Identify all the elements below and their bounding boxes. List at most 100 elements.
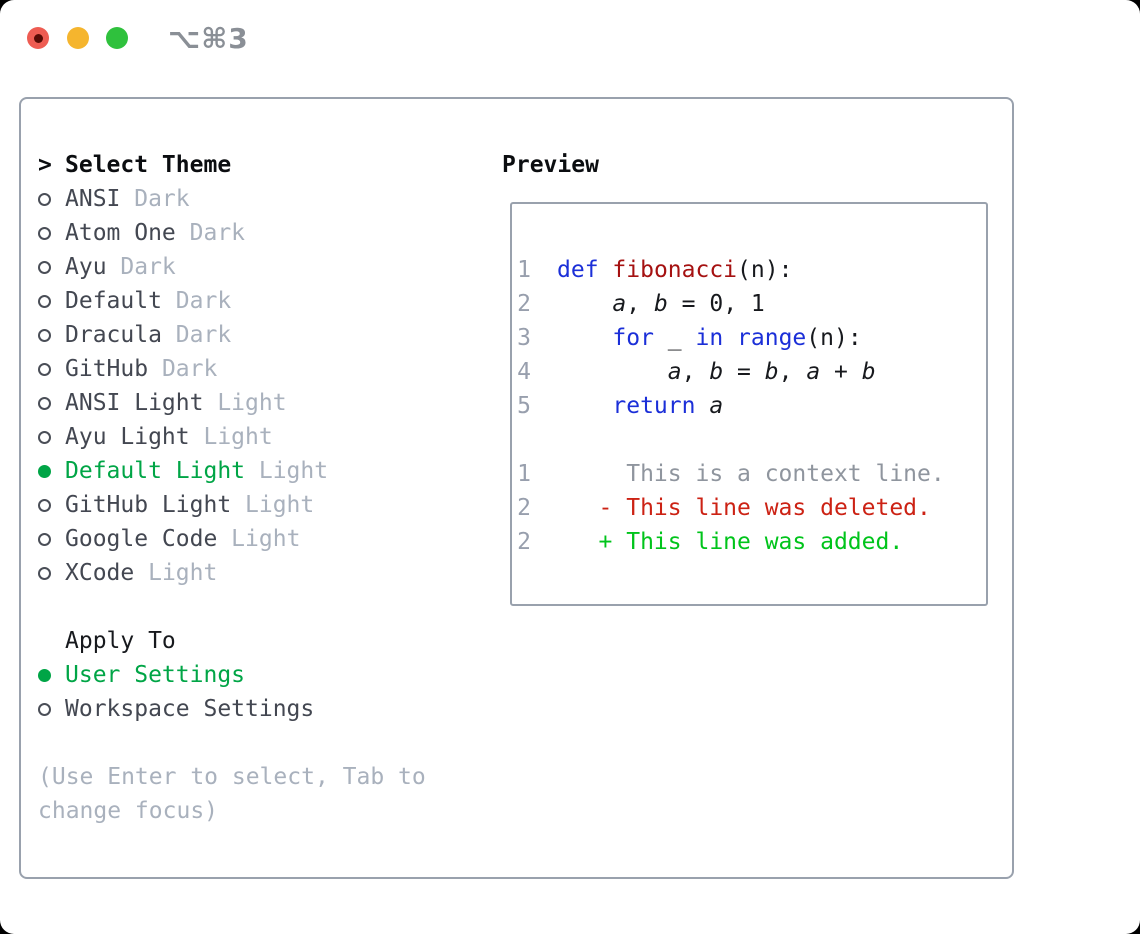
radio-unselected-icon <box>38 702 65 716</box>
preview-code-line: 3 for _ in range(n): <box>517 321 986 355</box>
theme-variant-tag: Light <box>189 424 273 450</box>
line-number: 2 <box>517 291 531 317</box>
code-token: def <box>557 257 599 283</box>
radio-selected-icon <box>38 668 65 682</box>
code-token: = <box>723 359 765 385</box>
theme-variant-tag: Dark <box>120 186 190 212</box>
apply-to-name: Workspace Settings <box>65 696 315 722</box>
code-token: b <box>764 359 779 385</box>
theme-name: Google Code <box>65 526 218 552</box>
close-button[interactable] <box>27 27 49 49</box>
code-token: a <box>806 359 821 385</box>
theme-option[interactable]: Default Light Light <box>38 454 426 488</box>
theme-option[interactable]: GitHub Light Light <box>38 488 426 522</box>
code-token: in <box>695 325 724 351</box>
theme-variant-tag: Light <box>203 390 287 416</box>
line-number: 2 <box>517 495 531 521</box>
code-token: + <box>820 359 862 385</box>
preview-code-line: 1 This is a context line. <box>517 457 986 491</box>
theme-variant-tag: Light <box>134 560 218 586</box>
preview-code-line: 2 - This line was deleted. <box>517 491 986 525</box>
code-token: a <box>612 291 627 317</box>
theme-name: Ayu <box>65 254 107 280</box>
select-theme-header: > Select Theme <box>38 148 426 182</box>
theme-name: XCode <box>65 560 135 586</box>
radio-unselected-icon <box>38 294 65 308</box>
theme-name: Ayu Light <box>65 424 190 450</box>
unsaved-changes-dot <box>33 33 43 43</box>
theme-option[interactable]: ANSI Light Light <box>38 386 426 420</box>
code-token <box>599 257 613 283</box>
preview-code-line: 2 + This line was added. <box>517 525 986 559</box>
theme-option[interactable]: XCode Light <box>38 556 426 590</box>
preview-code-line: 5 return a <box>517 389 986 423</box>
apply-to-name: User Settings <box>65 662 246 688</box>
apply-to-title: Apply To <box>65 628 176 654</box>
theme-option[interactable]: Ayu Dark <box>38 250 426 284</box>
theme-option[interactable]: Dracula Dark <box>38 318 426 352</box>
radio-unselected-icon <box>38 566 65 580</box>
code-token: _ <box>653 325 696 351</box>
theme-name: ANSI <box>65 186 121 212</box>
theme-variant-tag: Dark <box>148 356 218 382</box>
theme-option[interactable]: ANSI Dark <box>38 182 426 216</box>
code-token: a <box>667 359 682 385</box>
prompt-caret-icon: > <box>38 152 52 178</box>
code-token: b <box>653 291 668 317</box>
preview-code-line: 2 a, b = 0, 1 <box>517 287 986 321</box>
theme-variant-tag: Light <box>231 492 315 518</box>
radio-unselected-icon <box>38 396 65 410</box>
radio-unselected-icon <box>38 430 65 444</box>
gap <box>38 590 426 624</box>
window-shortcut-label: ⌥⌘3 <box>168 22 249 55</box>
apply-to-option[interactable]: User Settings <box>38 658 426 692</box>
theme-name: Default Light <box>65 458 246 484</box>
radio-unselected-icon <box>38 362 65 376</box>
apply-to-header: Apply To <box>38 624 426 658</box>
theme-option[interactable]: Ayu Light Light <box>38 420 426 454</box>
apply-to-option[interactable]: Workspace Settings <box>38 692 426 726</box>
titlebar: ⌥⌘3 <box>0 0 1140 76</box>
theme-name: ANSI Light <box>65 390 204 416</box>
theme-option[interactable]: GitHub Dark <box>38 352 426 386</box>
zoom-button[interactable] <box>106 27 128 49</box>
radio-unselected-icon <box>38 260 65 274</box>
minimize-button[interactable] <box>67 27 89 49</box>
code-token: return <box>612 393 696 419</box>
code-token: range <box>737 325 807 351</box>
code-token: - This line was deleted. <box>557 495 931 521</box>
theme-option[interactable]: Default Dark <box>38 284 426 318</box>
theme-variant-tag: Dark <box>175 220 246 246</box>
theme-name: Atom One <box>65 220 176 246</box>
code-token <box>557 393 612 419</box>
theme-variant-tag: Dark <box>161 288 232 314</box>
keyboard-hint-line-1: (Use Enter to select, Tab to <box>38 764 426 790</box>
line-number: 1 <box>517 461 531 487</box>
line-number: 4 <box>517 359 531 385</box>
code-token: , <box>778 359 807 385</box>
keyboard-hint-line-2: change focus) <box>38 798 219 824</box>
code-token <box>723 325 737 351</box>
theme-variant-tag: Dark <box>161 322 232 348</box>
theme-option[interactable]: Atom One Dark <box>38 216 426 250</box>
theme-option[interactable]: Google Code Light <box>38 522 426 556</box>
line-number: 5 <box>517 393 531 419</box>
code-token <box>557 359 668 385</box>
radio-selected-icon <box>38 464 65 478</box>
preview-code-line <box>517 423 986 457</box>
theme-name: Default <box>65 288 162 314</box>
radio-unselected-icon <box>38 192 65 206</box>
radio-unselected-icon <box>38 498 65 512</box>
code-token: a <box>709 393 724 419</box>
code-token <box>557 291 612 317</box>
preview-title: Preview <box>502 152 599 178</box>
code-token: (n): <box>737 257 793 283</box>
code-token: + This line was added. <box>557 529 904 555</box>
